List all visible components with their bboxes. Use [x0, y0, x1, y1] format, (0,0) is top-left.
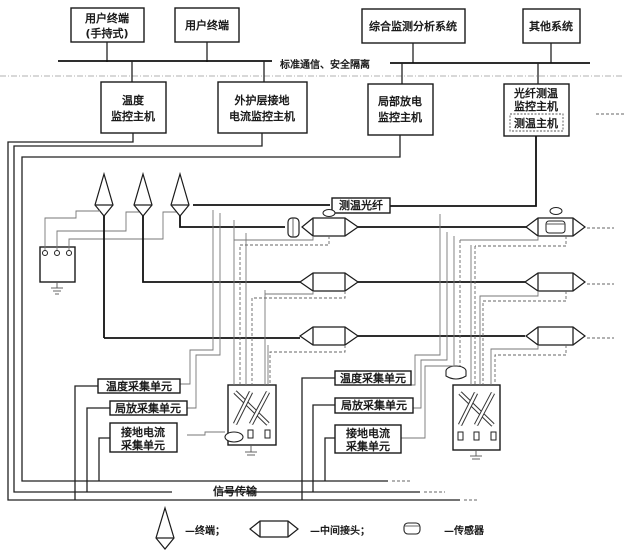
- label: 接地电流: [346, 426, 390, 440]
- sensor-right-standalone: [445, 365, 467, 380]
- ground-current-collect-unit-right: 接地电流 采集单元: [334, 424, 402, 454]
- host-partial-discharge-monitor: 局部放电 监控主机: [367, 83, 434, 136]
- label: 接地电流: [121, 425, 165, 439]
- temp-collect-unit-right: 温度采集单元: [334, 370, 412, 386]
- temperature-host-inner: [509, 113, 564, 132]
- terminal-2: [133, 171, 153, 217]
- label: 监控主机: [514, 99, 558, 113]
- joint-right-2: [523, 272, 586, 292]
- signal-transmission-label: 信号传输: [172, 484, 258, 498]
- label: 综合监测分析系统: [369, 19, 457, 33]
- legend-terminal-label: —终端；: [185, 524, 225, 537]
- bus-label: 标准通信、安全隔离: [279, 58, 370, 71]
- label: 局放采集单元: [340, 398, 407, 412]
- top-system-other: 其他系统: [522, 8, 581, 44]
- joint-right-1: [525, 207, 586, 237]
- legend-sensor-label: —传感器: [444, 524, 485, 537]
- label: 监控主机: [111, 109, 155, 123]
- terminal-1: [94, 171, 114, 217]
- label: 采集单元: [345, 439, 390, 453]
- label: 温度: [122, 93, 145, 107]
- label: 温度采集单元: [340, 371, 406, 385]
- label: 采集单元: [120, 438, 165, 452]
- cross-bonding-box-right: [452, 384, 501, 460]
- label: 外护层接地: [234, 93, 290, 107]
- terminal-3: [170, 171, 190, 217]
- label: 测温主机: [514, 116, 558, 130]
- communication-bus: 标准通信、安全隔离: [58, 58, 590, 71]
- label: 用户终端: [185, 18, 229, 32]
- temp-collect-unit-left: 温度采集单元: [97, 378, 181, 394]
- host-temperature-monitor: 温度 监控主机: [100, 81, 167, 134]
- label: 光纤测温: [513, 86, 558, 100]
- top-system-comprehensive-analysis: 综合监测分析系统: [361, 8, 466, 44]
- pd-collect-unit-left: 局放采集单元: [109, 400, 188, 416]
- host-fiber-temperature-monitor: 光纤测温 监控主机 测温主机: [503, 83, 570, 137]
- label: 信号传输: [213, 484, 258, 498]
- grounding-box: [39, 246, 76, 295]
- legend-sensor-icon: [403, 522, 421, 535]
- label: 温度采集单元: [106, 379, 172, 393]
- joint-right-3: [525, 326, 586, 346]
- legend: —终端； —中间接头； —传感器: [155, 505, 485, 550]
- legend-terminal-icon: [155, 505, 175, 550]
- label: 其他系统: [529, 19, 573, 33]
- sensor-left-barrel: [287, 217, 300, 238]
- top-system-user-terminal-handheld: 用户终端 (手持式): [70, 7, 145, 43]
- label: 电流监控主机: [229, 109, 295, 123]
- joint-left-2: [298, 272, 360, 292]
- legend-joint-label: —中间接头；: [310, 524, 370, 537]
- ground-current-collect-unit-left: 接地电流 采集单元: [109, 422, 178, 453]
- top-system-user-terminal: 用户终端: [174, 7, 240, 43]
- label: 局部放电: [377, 94, 422, 108]
- host-sheath-ground-current-monitor: 外护层接地 电流监控主机: [217, 81, 308, 134]
- pd-collect-unit-right: 局放采集单元: [334, 397, 414, 414]
- cross-bonding-box-left: [224, 384, 277, 456]
- fiber-label: 测温光纤: [339, 198, 383, 212]
- label: 局放采集单元: [114, 401, 181, 415]
- fiber-label-box: 测温光纤: [331, 197, 391, 214]
- label: (手持式): [85, 26, 128, 40]
- label: 监控主机: [378, 110, 422, 124]
- label: 用户终端: [85, 11, 129, 25]
- joint-left-3: [298, 326, 360, 346]
- legend-joint-icon: [249, 520, 299, 538]
